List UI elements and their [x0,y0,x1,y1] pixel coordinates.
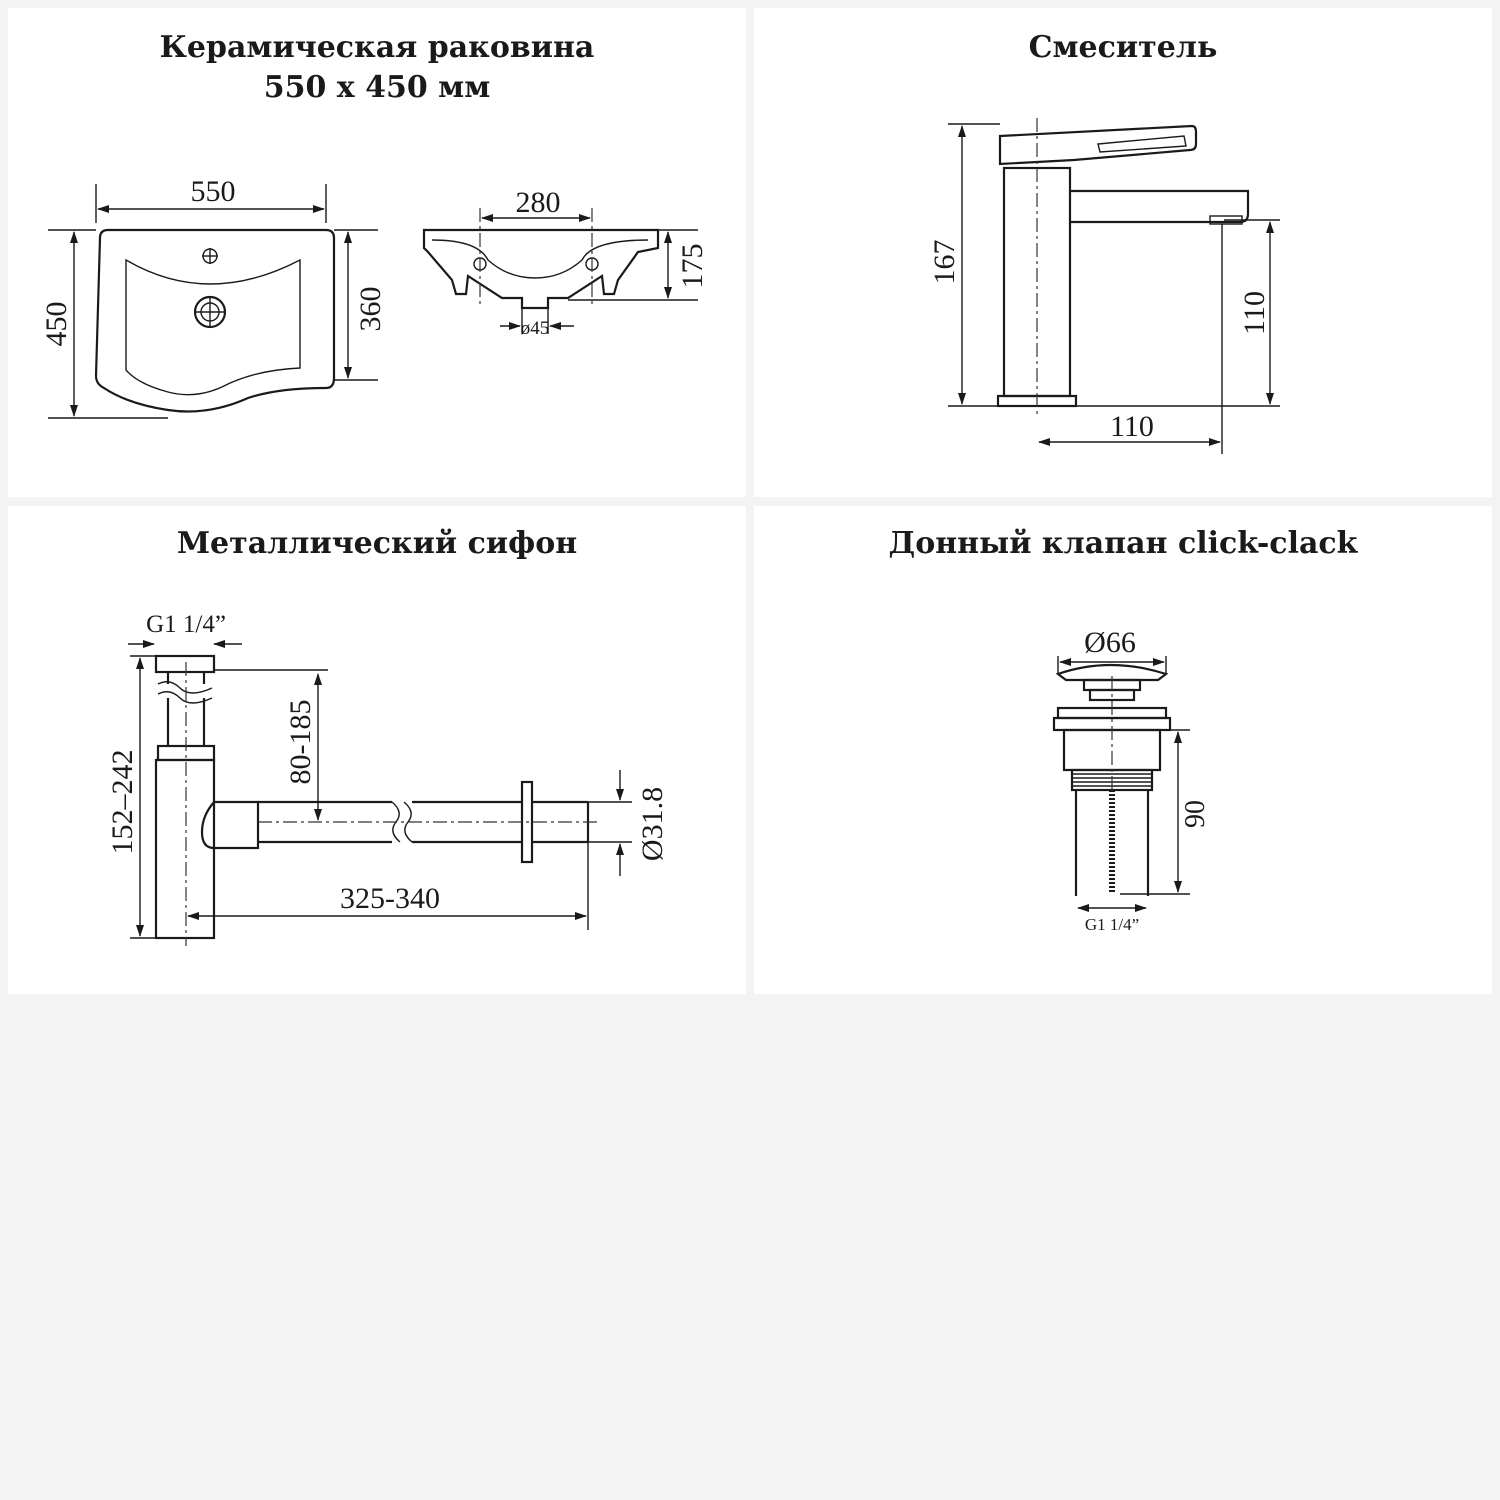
valve-diameter-label: Ø66 [1084,626,1136,659]
valve-panel: Донный клапан click-clack Ø66 90 G1 1/4” [754,506,1492,994]
mixer-panel: Смеситель 167 110 110 [754,8,1492,497]
mixer-height-label: 167 [928,240,961,285]
sink-width-label: 550 [191,175,236,208]
siphon-drawing: G1 1/4” 152–242 8 [106,611,669,946]
sink-height-label: 175 [676,244,709,289]
siphon-thread-label: G1 1/4” [146,611,226,638]
mixer-spout-height-label: 110 [1238,291,1271,335]
siphon-height-label: 152–242 [106,750,139,855]
siphon-panel: Металлический сифон G1 1/4” [8,506,746,994]
sink-panel: Керамическая раковина 550 x 450 мм 550 4… [8,8,746,497]
siphon-outlet-height-label: 80-185 [284,700,317,785]
siphon-bottle [154,758,216,940]
valve-cap [1055,663,1169,682]
valve-title: Донный клапан click-clack [888,526,1358,561]
sink-depth-label: 450 [40,302,73,347]
sink-drain-label: ø45 [521,318,550,339]
valve-height-label: 90 [1180,800,1211,828]
sink-bowl-outline [125,258,301,396]
mixer-handle [998,124,1198,166]
valve-thread-label: G1 1/4” [1085,915,1139,934]
mixer-spout [1070,189,1250,224]
siphon-elbow [200,800,260,850]
siphon-diameter-label: Ø31.8 [636,787,669,861]
valve-drawing: Ø66 90 G1 1/4” [1052,626,1211,934]
mixer-title: Смеситель [1028,30,1218,65]
mixer-drawing: 167 110 110 [928,118,1280,454]
mixer-reach-label: 110 [1110,410,1154,443]
sink-bowl-width-label: 280 [516,186,561,219]
sink-bowl-depth-label: 360 [354,287,387,332]
siphon-title: Металлический сифон [176,526,578,561]
siphon-top-nut [154,654,216,674]
siphon-length-label: 325-340 [340,882,440,915]
sink-title: Керамическая раковина 550 x 450 мм [159,30,595,105]
sink-top-outline [94,228,336,413]
sink-drawing: 550 450 360 280 175 ø45 [40,175,709,419]
